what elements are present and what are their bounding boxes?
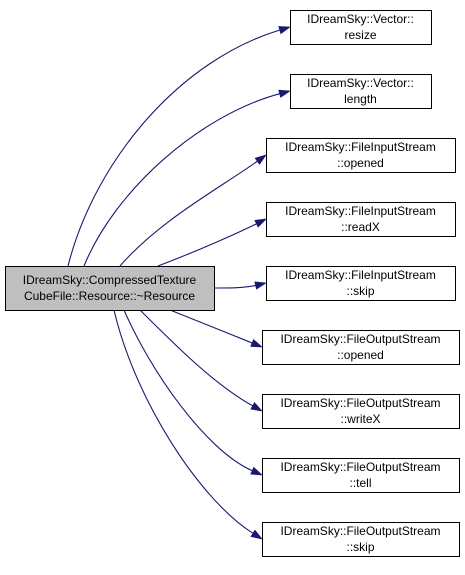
call-edge-n3 [157, 223, 257, 267]
arrowhead-n4 [254, 281, 267, 290]
callee-node-2-box [266, 138, 456, 173]
arrowhead-n3 [254, 218, 267, 228]
arrowhead-n7 [250, 466, 263, 476]
callee-node-5[interactable]: IDreamSky::FileOutputStream::opened [262, 330, 460, 365]
callee-node-2-label-line-1: IDreamSky::FileInputStream [285, 140, 436, 154]
call-edge-n4 [213, 284, 256, 289]
arrowhead-n8 [250, 529, 263, 540]
callee-node-6-label-line-1: IDreamSky::FileOutputStream [280, 396, 440, 410]
callee-node-4-box [266, 266, 456, 301]
callee-node-7[interactable]: IDreamSky::FileOutputStream::tell [262, 458, 460, 493]
callee-node-6-box [262, 394, 460, 429]
root-node[interactable]: IDreamSky::CompressedTextureCubeFile::Re… [5, 266, 215, 311]
root-node-label-line-1: IDreamSky::CompressedTexture [23, 273, 197, 287]
callee-node-1-label-line-1: IDreamSky::Vector:: [307, 76, 414, 90]
call-edge-n5 [169, 309, 253, 344]
callee-node-3-label-line-2: ::readX [341, 220, 380, 234]
callee-node-2[interactable]: IDreamSky::FileInputStream::opened [266, 138, 456, 173]
arrowhead-n0 [278, 26, 291, 35]
call-edge-n6 [139, 309, 254, 407]
callee-node-5-label-line-1: IDreamSky::FileOutputStream [280, 332, 440, 346]
callee-node-7-label-line-2: ::tell [349, 476, 371, 490]
call-edge-n8 [113, 309, 254, 534]
root-node-box [5, 266, 215, 311]
callee-node-2-label-line-2: ::opened [337, 156, 384, 170]
arrowhead-n6 [250, 401, 263, 412]
edges-layer [67, 26, 291, 540]
callee-node-1-box [290, 74, 432, 109]
root-node-label-line-2: CubeFile::Resource::~Resource [24, 289, 195, 303]
call-edge-n2 [119, 160, 258, 267]
callee-node-8-label-line-1: IDreamSky::FileOutputStream [280, 524, 440, 538]
callee-node-0-box [290, 10, 432, 45]
callee-node-7-box [262, 458, 460, 493]
callee-node-5-box [262, 330, 460, 365]
callee-node-3-label-line-1: IDreamSky::FileInputStream [285, 204, 436, 218]
callee-node-8[interactable]: IDreamSky::FileOutputStream::skip [262, 522, 460, 557]
callee-node-7-label-line-1: IDreamSky::FileOutputStream [280, 460, 440, 474]
arrowhead-n2 [254, 154, 267, 165]
call-edge-n0 [67, 29, 281, 267]
callee-node-0-label-line-1: IDreamSky::Vector:: [307, 12, 414, 26]
arrowhead-n1 [278, 89, 291, 98]
arrowhead-n5 [250, 338, 263, 348]
nodes-layer: IDreamSky::CompressedTextureCubeFile::Re… [5, 10, 460, 557]
callee-node-4-label-line-2: ::skip [346, 284, 374, 298]
callee-node-0-label-line-2: resize [344, 28, 376, 42]
callee-node-1[interactable]: IDreamSky::Vector::length [290, 74, 432, 109]
callee-node-8-label-line-2: ::skip [346, 540, 374, 554]
callee-node-8-box [262, 522, 460, 557]
call-edge-n1 [83, 93, 280, 267]
callee-node-0[interactable]: IDreamSky::Vector::resize [290, 10, 432, 45]
callee-node-6[interactable]: IDreamSky::FileOutputStream::writeX [262, 394, 460, 429]
callee-node-3[interactable]: IDreamSky::FileInputStream::readX [266, 202, 456, 237]
callee-node-3-box [266, 202, 456, 237]
callee-node-4-label-line-1: IDreamSky::FileInputStream [285, 268, 436, 282]
callee-node-4[interactable]: IDreamSky::FileInputStream::skip [266, 266, 456, 301]
callee-node-5-label-line-2: ::opened [337, 348, 384, 362]
call-edge-n7 [123, 309, 253, 472]
callee-node-1-label-line-2: length [344, 92, 377, 106]
callee-node-6-label-line-2: ::writeX [340, 412, 380, 426]
